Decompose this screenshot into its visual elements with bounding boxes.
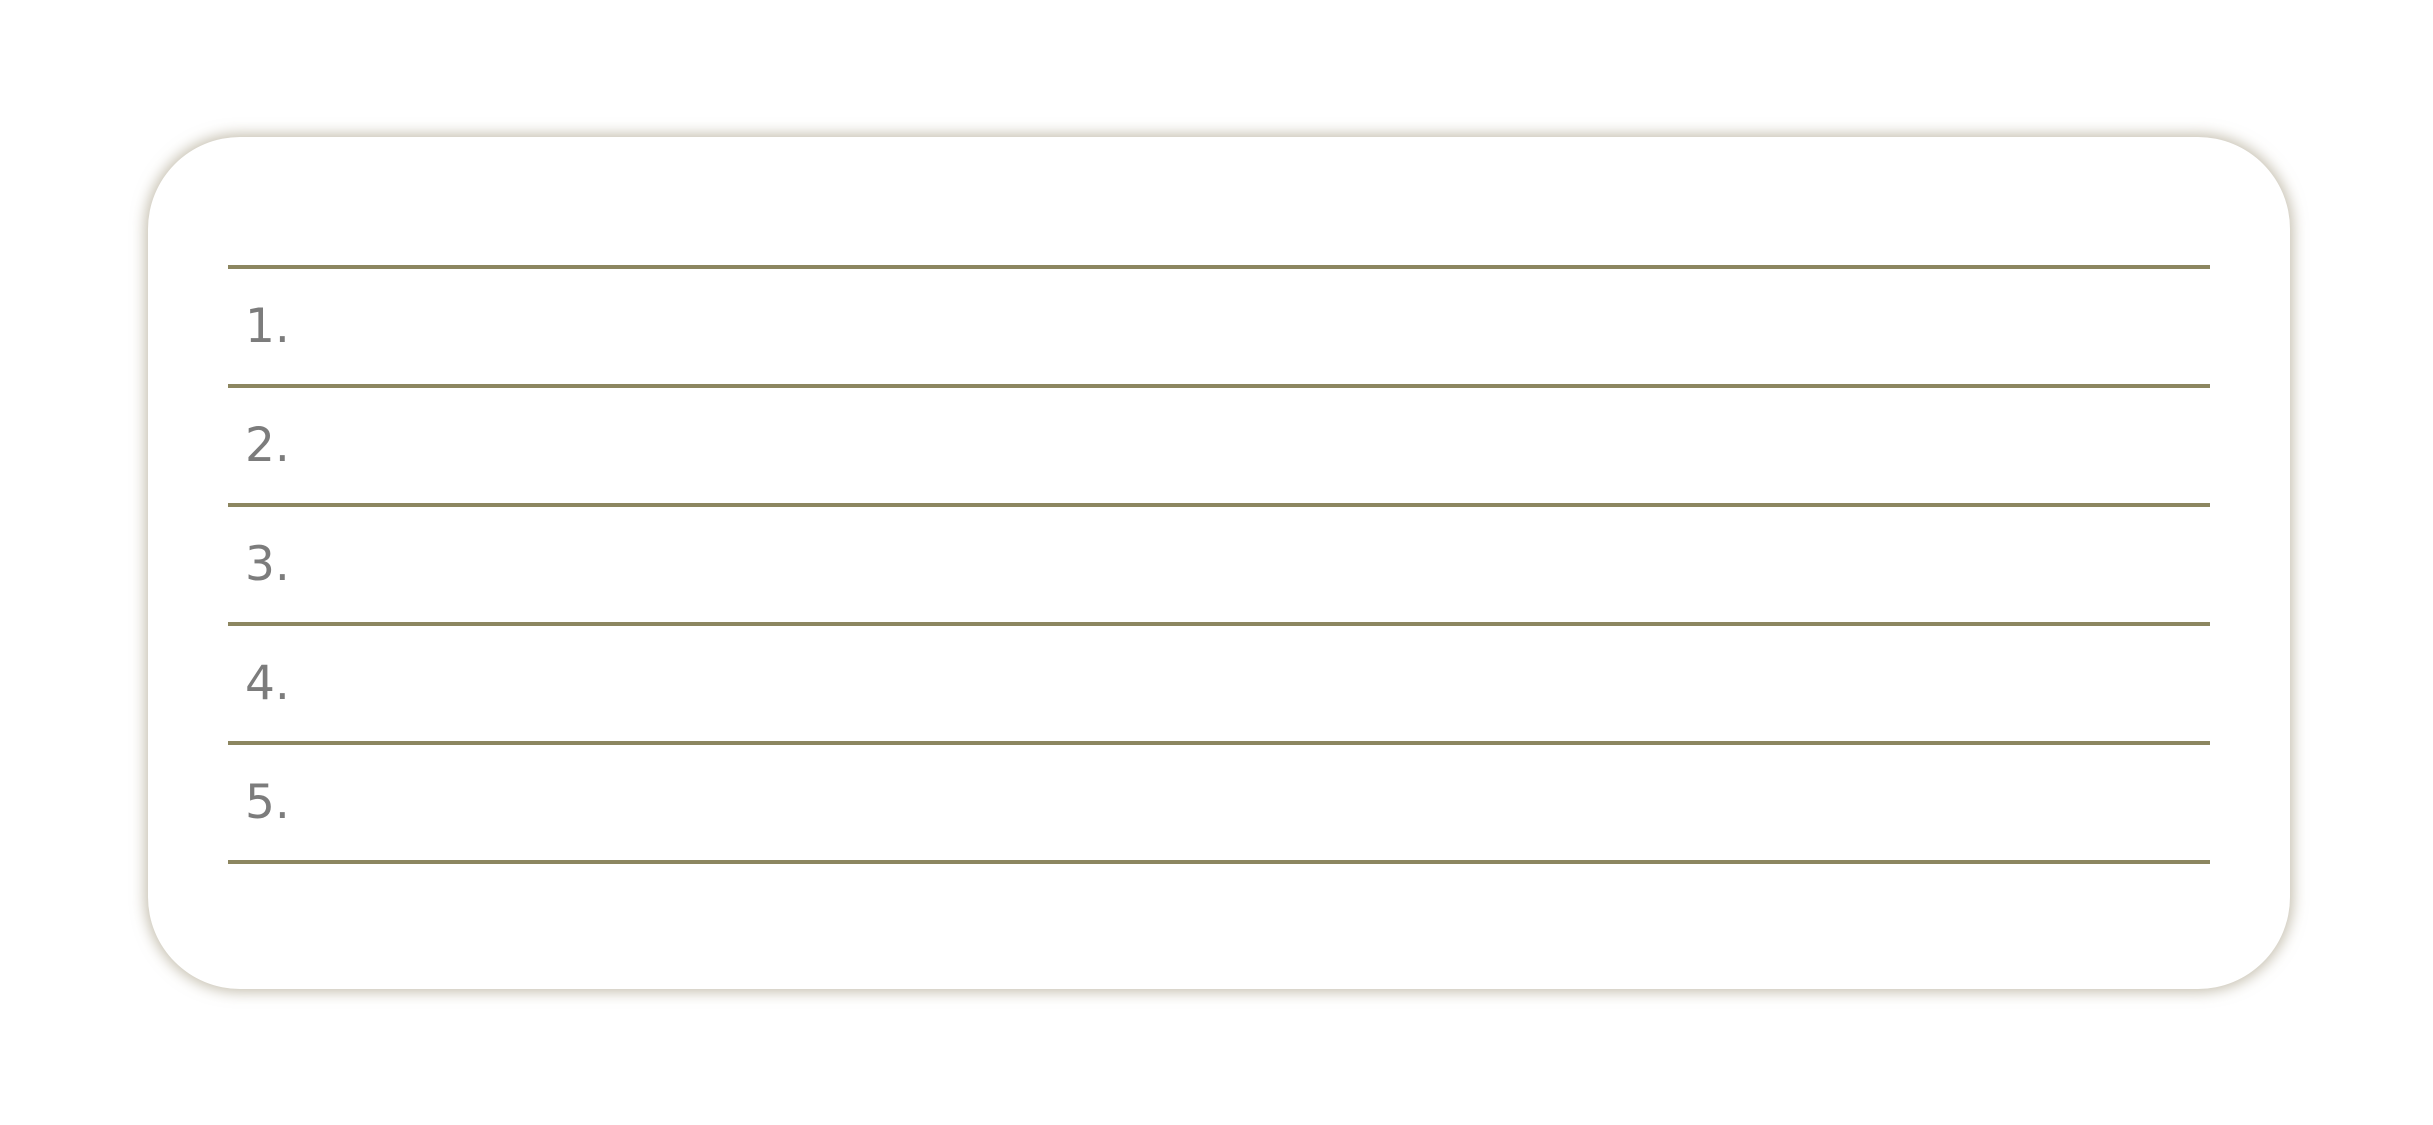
top-rule-line — [228, 265, 2210, 269]
list-item-number: 5. — [245, 775, 290, 830]
list-item-number: 3. — [245, 537, 290, 592]
numbered-list: 1. 2. 3. 4. 5. — [228, 265, 2210, 864]
list-item[interactable]: 4. — [228, 626, 2210, 745]
list-item[interactable]: 3. — [228, 507, 2210, 626]
list-item[interactable]: 5. — [228, 745, 2210, 864]
list-item-number: 1. — [245, 299, 290, 354]
list-item[interactable]: 2. — [228, 388, 2210, 507]
numbered-list-card: 1. 2. 3. 4. 5. — [148, 137, 2290, 989]
list-item-number: 2. — [245, 418, 290, 473]
list-item-number: 4. — [245, 656, 290, 711]
list-item[interactable]: 1. — [228, 269, 2210, 388]
